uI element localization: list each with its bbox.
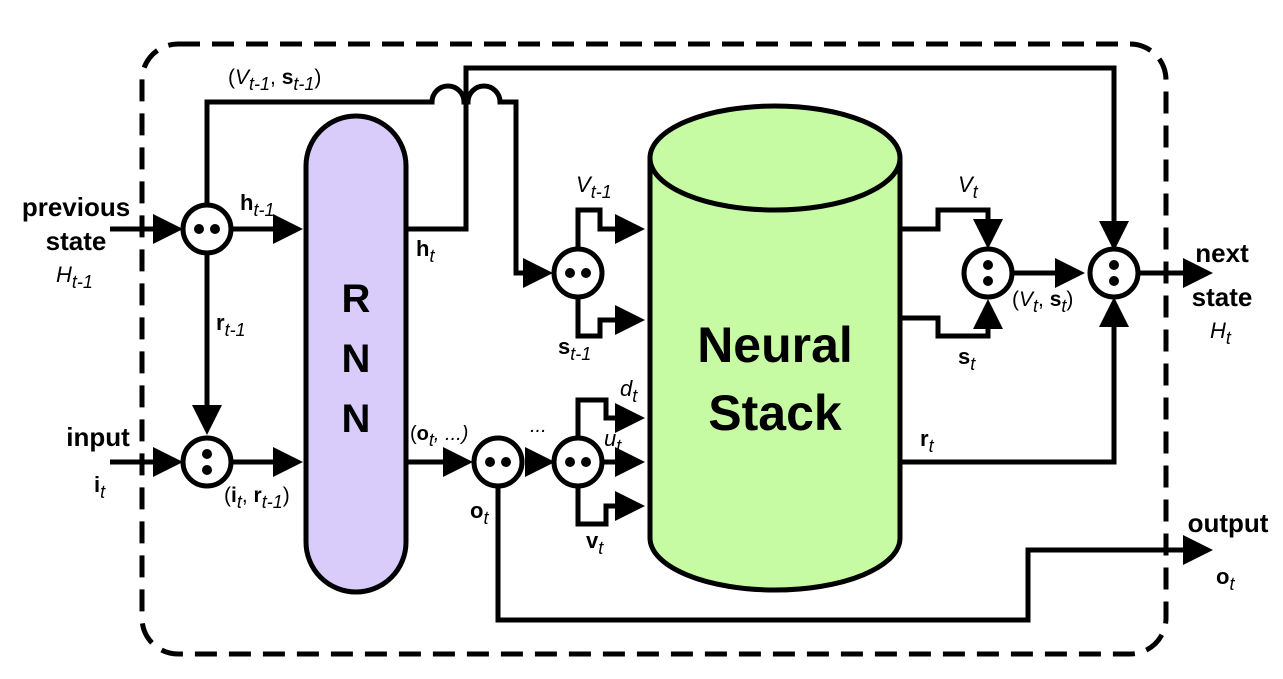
label-v-prev-in: Vt-1 <box>576 172 612 202</box>
stack-title-line2: Stack <box>708 385 842 441</box>
label-V-t: Vt <box>958 172 979 202</box>
node-next-state-merge <box>1087 246 1141 300</box>
label-in-tuple: (it, rt-1) <box>224 484 290 512</box>
label-ellipsis: ... <box>530 415 547 437</box>
output-word: output <box>1188 508 1269 538</box>
label-o-tuple: (ot, ...) <box>410 423 468 450</box>
previous-state-line1: previous <box>22 192 130 222</box>
label-r-prev: rt-1 <box>216 310 246 340</box>
node-output-split <box>471 435 525 489</box>
node-control-split <box>551 435 605 489</box>
label-prev-tuple: (Vt-1, st-1) <box>228 66 321 94</box>
next-state-symbol: Ht <box>1210 318 1232 348</box>
label-h-t: ht <box>416 236 435 266</box>
node-previous-split <box>180 202 234 256</box>
previous-state-line2: state <box>46 226 107 256</box>
previous-state-symbol: Ht-1 <box>56 262 93 292</box>
output-symbol: ot <box>1216 564 1235 594</box>
label-v-t: vt <box>586 528 604 558</box>
dashed-frame <box>139 41 1169 657</box>
next-state-line2: state <box>1192 282 1253 312</box>
label-r-t: rt <box>920 426 935 456</box>
label-o-t: ot <box>470 498 489 528</box>
next-state-line1: next <box>1195 238 1249 268</box>
rnn-letter-n1: N <box>342 337 371 381</box>
label-s-t: st <box>958 344 976 374</box>
label-d-t: dt <box>620 376 638 406</box>
rnn-letter-r: R <box>342 277 371 321</box>
label-h-prev: ht-1 <box>240 190 274 220</box>
stack-body <box>647 158 903 593</box>
input-symbol: it <box>94 472 106 502</box>
neural-stack-cylinder <box>647 103 903 593</box>
input-word: input <box>66 422 130 452</box>
stack-title-line1: Neural <box>697 317 853 373</box>
node-state-split <box>551 246 605 300</box>
label-s-prev-in: st-1 <box>558 334 591 364</box>
stack-top <box>647 103 903 213</box>
node-state-merge <box>961 246 1015 300</box>
node-input-merge <box>180 435 234 489</box>
rnn-letter-n2: N <box>342 397 371 441</box>
label-out-tuple: (Vt, st) <box>1012 288 1073 316</box>
rnn-block <box>303 113 409 595</box>
label-u-t: ut <box>604 426 622 456</box>
